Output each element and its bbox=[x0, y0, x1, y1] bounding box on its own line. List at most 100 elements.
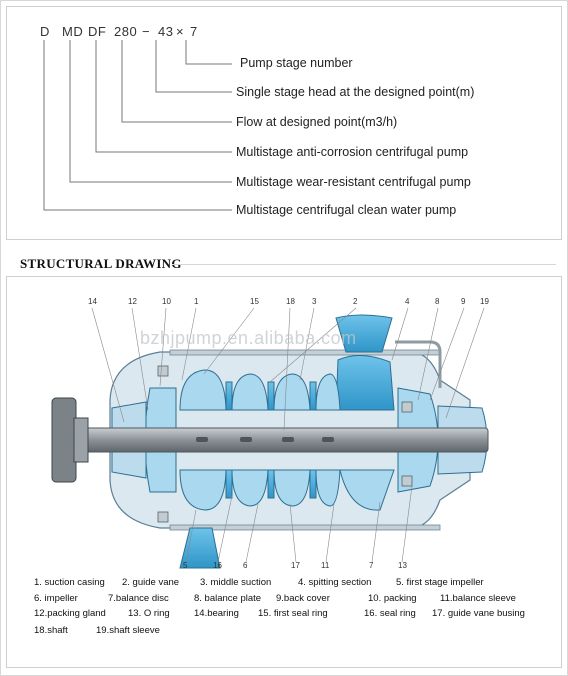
callout-2: 2 bbox=[353, 297, 358, 306]
callout-9: 9 bbox=[461, 297, 466, 306]
leader-17 bbox=[289, 503, 297, 563]
leader-10 bbox=[159, 307, 167, 387]
label-single-stage-head: Single stage head at the designed point(… bbox=[236, 85, 475, 99]
label-stage-number: Pump stage number bbox=[240, 56, 353, 70]
leader-7 bbox=[371, 501, 381, 563]
coupling-flange bbox=[51, 397, 77, 483]
stage-3-bottom bbox=[273, 469, 311, 507]
leader-3 bbox=[299, 307, 315, 381]
leader-19 bbox=[445, 307, 485, 419]
legend-4: 4. spitting section bbox=[298, 577, 372, 588]
stage-1-bottom bbox=[179, 469, 227, 511]
leader-flow bbox=[121, 40, 232, 123]
guide-vane-1-top bbox=[225, 381, 233, 411]
legend-12: 12.packing gland bbox=[34, 608, 106, 619]
callout-8: 8 bbox=[435, 297, 440, 306]
guide-vane-2-bottom bbox=[267, 469, 275, 499]
leader-12 bbox=[131, 307, 149, 411]
discharge-bottom bbox=[339, 469, 395, 511]
legend-8: 8. balance plate bbox=[194, 593, 262, 604]
callout-6: 6 bbox=[243, 561, 248, 570]
leader-15 bbox=[203, 307, 255, 375]
legend-7: 7.balance disc bbox=[108, 593, 169, 604]
leader-head bbox=[155, 40, 232, 93]
callout-11: 11 bbox=[321, 561, 330, 570]
legend-13: 13. O ring bbox=[128, 608, 170, 619]
stage-1-top bbox=[179, 369, 227, 411]
legend-19: 19.shaft sleeve bbox=[96, 625, 160, 636]
leader-8 bbox=[417, 307, 439, 401]
legend-18: 18.shaft bbox=[34, 625, 68, 636]
structural-drawing-panel bbox=[6, 276, 562, 668]
code-flow: 280 bbox=[114, 24, 138, 39]
callout-7: 7 bbox=[369, 561, 374, 570]
legend-14: 14.bearing bbox=[194, 608, 239, 619]
legend-15: 15. first seal ring bbox=[258, 608, 328, 619]
leader-stage bbox=[185, 40, 232, 65]
leader-6 bbox=[245, 503, 259, 563]
legend-1: 1. suction casing bbox=[34, 577, 105, 588]
tie-rod-bottom bbox=[169, 524, 441, 531]
code-stage: 7 bbox=[190, 24, 198, 39]
key-4 bbox=[322, 437, 334, 442]
guide-vane-3-bottom bbox=[309, 469, 317, 499]
legend-11: 11.balance sleeve bbox=[440, 593, 516, 604]
key-2 bbox=[240, 437, 252, 442]
callout-3: 3 bbox=[312, 297, 317, 306]
bolt-bottom-left bbox=[157, 511, 169, 523]
callout-15: 15 bbox=[250, 297, 259, 306]
leader-anticorrosion bbox=[95, 40, 232, 153]
callout-10: 10 bbox=[162, 297, 171, 306]
bolt-top-left bbox=[157, 365, 169, 377]
section-title: STRUCTURAL DRAWING bbox=[20, 256, 182, 271]
code-dash: − bbox=[142, 24, 151, 39]
legend-5: 5. first stage impeller bbox=[396, 577, 484, 588]
leader-14 bbox=[91, 307, 125, 423]
callout-18: 18 bbox=[286, 297, 295, 306]
balance-pipe bbox=[395, 340, 442, 388]
stage-2-top bbox=[231, 373, 269, 411]
stage-4-bottom bbox=[315, 469, 341, 507]
section-title-rule bbox=[172, 264, 556, 265]
leader-clean bbox=[43, 40, 232, 211]
code-d: D bbox=[40, 24, 50, 39]
model-code-leader-lines bbox=[43, 40, 232, 211]
leader-4 bbox=[391, 307, 409, 361]
leader-1 bbox=[181, 307, 197, 381]
callout-16: 16 bbox=[213, 561, 222, 570]
key-1 bbox=[196, 437, 208, 442]
code-df: DF bbox=[88, 24, 107, 39]
callout-14: 14 bbox=[88, 297, 97, 306]
callout-12: 12 bbox=[128, 297, 137, 306]
key-3 bbox=[282, 437, 294, 442]
pump-cross-section: 14 12 10 1 15 18 3 2 4 8 9 19 5 16 6 17 … bbox=[51, 297, 489, 570]
discharge-outlet bbox=[335, 314, 393, 353]
legend-6: 6. impeller bbox=[34, 593, 78, 604]
guide-vane-3-top bbox=[309, 381, 317, 411]
code-md: MD bbox=[62, 24, 84, 39]
callout-19: 19 bbox=[480, 297, 489, 306]
bolt-top-right bbox=[401, 401, 413, 413]
label-anti-corrosion: Multistage anti-corrosion centrifugal pu… bbox=[236, 145, 469, 159]
legend-3: 3. middle suction bbox=[200, 577, 272, 588]
bolt-bottom-right bbox=[401, 475, 413, 487]
stage-2-bottom bbox=[231, 469, 269, 507]
callout-13: 13 bbox=[398, 561, 407, 570]
leader-9 bbox=[429, 307, 465, 401]
watermark: bzhjpump.en.alibaba.com bbox=[140, 328, 357, 348]
stage-3-top bbox=[273, 373, 311, 411]
leader-5 bbox=[185, 509, 197, 563]
coupling-hub bbox=[73, 417, 89, 463]
label-flow: Flow at designed point(m3/h) bbox=[236, 115, 398, 129]
label-clean-water: Multistage centrifugal clean water pump bbox=[236, 203, 457, 217]
callout-5: 5 bbox=[183, 561, 188, 570]
leader-18 bbox=[283, 307, 291, 431]
code-head: 43 bbox=[158, 24, 174, 39]
leader-wear bbox=[69, 40, 232, 183]
legend-10: 10. packing bbox=[368, 593, 417, 604]
stage-4-top bbox=[315, 373, 341, 411]
suction-inlet bbox=[179, 527, 221, 569]
callout-17: 17 bbox=[291, 561, 300, 570]
leader-11 bbox=[325, 503, 335, 563]
legend-9: 9.back cover bbox=[276, 593, 330, 604]
